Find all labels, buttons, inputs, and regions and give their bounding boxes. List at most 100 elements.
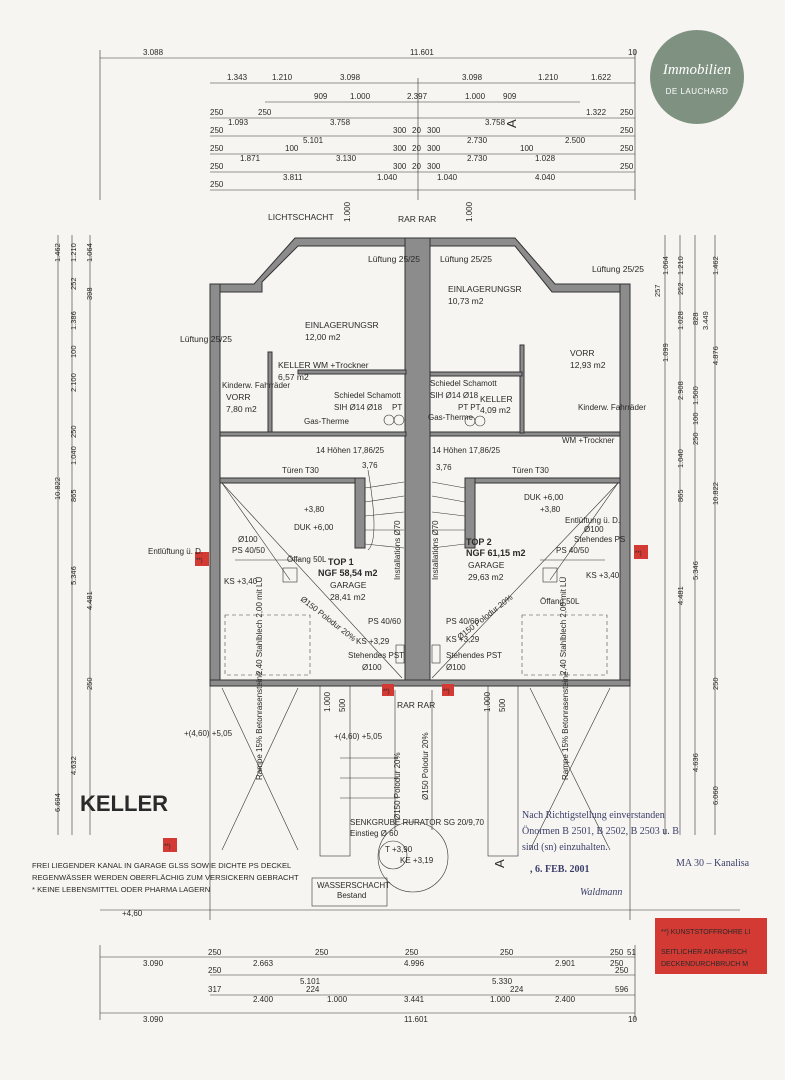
label-einl2-area: 10,73 m2 — [448, 296, 484, 306]
dim-t2-f: 1.622 — [591, 73, 612, 82]
garage-lines — [221, 414, 619, 679]
company-logo: Immobilien DE LAUCHARD — [650, 30, 744, 124]
label-inst1: Installations Ø70 — [393, 520, 402, 580]
label-top1-gar: GARAGE — [330, 580, 367, 590]
dim-t3-a: 909 — [314, 92, 328, 101]
dim-r-20: 250 — [711, 677, 720, 690]
label-polo-v1: Ø150 Polodur 20% — [393, 752, 402, 820]
dim-t6-b: 100 — [285, 144, 299, 153]
logo-line-2: DE LAUCHARD — [665, 87, 729, 96]
label-rar-top: RAR RAR — [398, 214, 436, 224]
label-m1000-2: 1.000 — [483, 691, 492, 712]
label-ps4060-1: PS 40/60 — [368, 617, 401, 626]
dim-r-1: 1.064 — [661, 256, 670, 275]
ramp-area — [100, 685, 740, 920]
dim-t8-b: 3.811 — [283, 173, 303, 182]
label-offang1: Öffang 50L — [287, 555, 327, 564]
label-pt2: PT PT — [458, 403, 481, 412]
dim-t2-d: 3.098 — [462, 73, 483, 82]
label-sih2: SIH Ø14 Ø18 — [430, 391, 479, 400]
dim-r-5: 257 — [653, 284, 662, 297]
label-a100-1: Ø100 — [238, 535, 258, 544]
dim-t6-j: 250 — [620, 144, 634, 153]
dim-r-11: 2.908 — [676, 381, 685, 400]
dim-t6-g: 2.730 — [467, 136, 488, 145]
dim-r-22: 6.060 — [711, 786, 720, 805]
dim-l-15: 250 — [85, 677, 94, 690]
plan-title: KELLER — [80, 791, 168, 816]
label-gastherme1: Gas-Therme — [304, 417, 349, 426]
left-dimension-texts: 1.462 1.210 1.064 252 398 1.386 100 2.10… — [53, 243, 94, 812]
red-tag-3: **) — [383, 689, 390, 695]
dim-t6-c: 5.101 — [303, 136, 324, 145]
top-dimension-lines — [99, 50, 636, 200]
dim-t8-c: 1.040 — [377, 173, 398, 182]
label-einl2-name: EINLAGERUNGSR — [448, 284, 522, 294]
dim-t2-a: 1.343 — [227, 73, 248, 82]
room-labels: LICHTSCHACHT RAR RAR 1.000 1.000 Lüftung… — [122, 201, 646, 918]
dim-t8-e: 4.040 — [535, 173, 556, 182]
dim-t1-c: 10 — [628, 48, 637, 57]
label-lvl460: +4,60 — [122, 909, 143, 918]
dim-t3-c: 1.000 — [465, 92, 486, 101]
label-1000-top1: 1.000 — [343, 201, 352, 222]
label-keller2-area: 4,09 m2 — [480, 405, 511, 415]
dim-t1-b: 11.601 — [410, 48, 434, 57]
red-note-3: DECKENDURCHBRUCH M — [661, 961, 748, 968]
dim-t6-h: 100 — [520, 144, 534, 153]
label-top1-ngf: NGF 58,54 m2 — [318, 568, 378, 578]
dim-r-18: 4.481 — [676, 586, 685, 605]
label-lueftung-l: Lüftung 25/25 — [180, 334, 232, 344]
dim-l-12: 10.822 — [53, 477, 62, 500]
dim-l-8: 2.100 — [69, 373, 78, 392]
dim-t5-g: 3.758 — [485, 118, 506, 127]
logo-line-1: Immobilien — [662, 62, 732, 78]
dim-t4-c: 1.322 — [586, 108, 607, 117]
label-rar-bot: RAR RAR — [397, 700, 435, 710]
stamp-line-2: Önormen B 2501, B 2502, B 2503 u. B — [522, 825, 679, 837]
dim-r-7: 1.028 — [676, 311, 685, 330]
dim-t4-a: 250 — [210, 108, 224, 117]
dim-r-15: 1.040 — [676, 449, 685, 468]
label-keller1-name: KELLER WM +Trockner — [278, 360, 369, 370]
note-line-3: * KEINE LEBENSMITTEL ODER PHARMA LAGERN — [32, 885, 210, 894]
label-ke319: KE +3,19 — [400, 856, 434, 865]
label-stairs1: 14 Höhen 17,86/25 — [316, 446, 385, 455]
staircase-left — [364, 469, 405, 551]
dim-l-2: 1.210 — [69, 243, 78, 262]
dim-r-9: 3.449 — [701, 311, 710, 330]
label-ps40-1: PS 40/50 — [232, 546, 265, 555]
red-tag-2: **) — [635, 551, 642, 557]
dim-t5-d: 300 — [393, 126, 407, 135]
dim-b3-a: 250 — [208, 966, 222, 975]
dim-r-13: 100 — [691, 412, 700, 425]
label-stpst2: Stehendes PST — [446, 651, 502, 660]
label-stehendes1: Stehendes PS — [574, 535, 625, 544]
dim-r-14: 250 — [691, 432, 700, 445]
section-mark-bottom: A — [492, 859, 507, 868]
label-m500-1: 500 — [338, 698, 347, 712]
dim-b3-b: 5.101 — [300, 977, 321, 986]
dim-t7-g: 2.730 — [467, 154, 488, 163]
dim-t5-e: 20 — [412, 126, 421, 135]
bottom-dimension-texts: 250 250 250 250 250 51 3.090 2.663 4.996… — [143, 948, 637, 1024]
dim-b5-e: 2.400 — [555, 995, 576, 1004]
dim-t6-f: 300 — [427, 144, 441, 153]
dim-t8-d: 1.040 — [437, 173, 458, 182]
dim-t5-h: 250 — [620, 126, 634, 135]
dim-t8-a: 250 — [210, 180, 224, 189]
label-a100b-2: Ø100 — [446, 663, 466, 672]
dim-r-19: 5.346 — [691, 561, 700, 580]
label-m500-2: 500 — [498, 698, 507, 712]
label-a100-2: Ø100 — [584, 525, 604, 534]
dim-t7-b: 1.871 — [240, 154, 261, 163]
dim-b6-c: 10 — [628, 1015, 637, 1024]
dim-l-16: 4.632 — [69, 756, 78, 775]
dim-t6-e: 20 — [412, 144, 421, 153]
dim-b1-d: 250 — [500, 948, 514, 957]
label-h1: 3,76 — [362, 461, 378, 470]
label-kinderw1: Kinderw. Fahrräder — [222, 381, 290, 390]
label-rampe1: Rampe 15% Betonrasensteine — [255, 671, 264, 780]
dim-r-10: 4.876 — [711, 346, 720, 365]
